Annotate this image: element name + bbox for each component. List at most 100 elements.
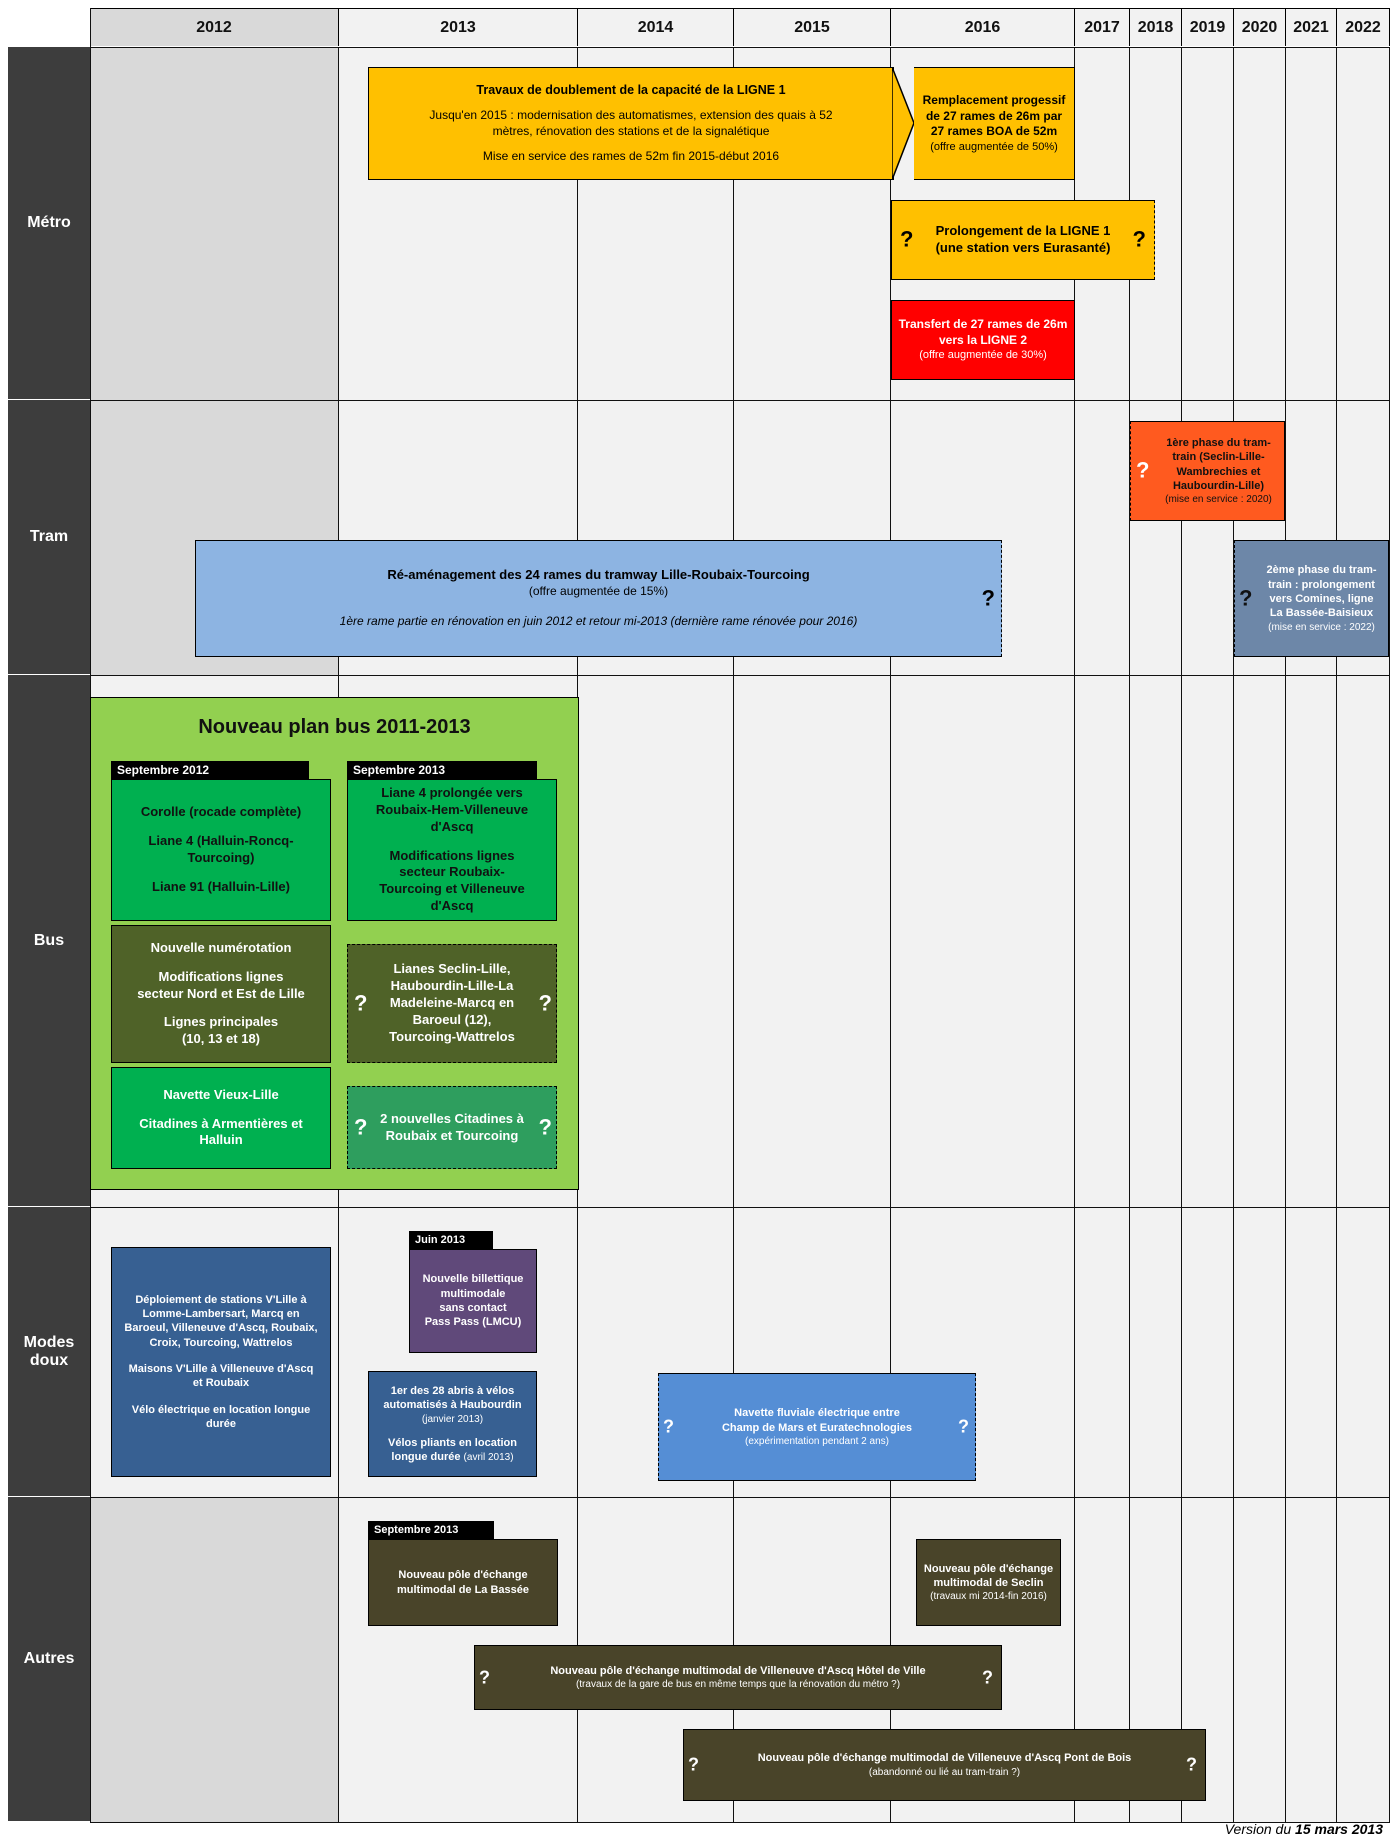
- row-divider: [90, 47, 1390, 48]
- tram-phase2-l2: train : prolongement: [1268, 578, 1375, 591]
- bus-tag-2013: Septembre 2013: [347, 761, 537, 779]
- tram-reamenagement-l1: Ré-aménagement des 24 rames du tramway L…: [387, 567, 810, 583]
- row-label-m-tro: Métro: [8, 47, 90, 400]
- bus-tag-2012: Septembre 2012: [111, 761, 309, 779]
- year-column-line: [1182, 47, 1234, 1822]
- metro-doublement-l1: Jusqu'en 2015 : modernisation des automa…: [429, 108, 833, 123]
- metro-remplacement-l1: Remplacement progessif: [922, 92, 1066, 107]
- bus-liane4-l5: secteur Roubaix-: [399, 864, 505, 880]
- question-icon: ?: [1136, 457, 1150, 483]
- bus-liane4-l2: Roubaix-Hem-Villeneuve: [375, 801, 529, 817]
- question-icon: ?: [663, 1416, 674, 1437]
- version-prefix: Version du: [1224, 1821, 1292, 1837]
- row-divider: [90, 1822, 1390, 1823]
- year-column-line: [578, 47, 734, 1822]
- bus-lianes-l5: Tourcoing-Wattrelos: [389, 1028, 515, 1044]
- tram-reamenagement-l2: (offre augmentée de 15%): [528, 584, 669, 599]
- doux-tag-juin: Juin 2013: [409, 1231, 493, 1249]
- tram-phase2-l3: vers Comines, ligne: [1269, 593, 1374, 605]
- bus-lianes-box: ? Lianes Seclin-Lille, Haubourdin-Lille-…: [347, 944, 557, 1063]
- autres-seclin-l1: Nouveau pôle d'échange: [923, 1562, 1054, 1575]
- bus-corolle-l1: Corolle (rocade complète): [140, 804, 302, 820]
- year-column-line: [891, 47, 1075, 1822]
- question-icon: ?: [538, 990, 552, 1016]
- autres-bassee-l1: Nouveau pôle d'échange: [398, 1569, 528, 1582]
- doux-vlille-l1: Déploiement de stations V'Lille à: [135, 1293, 307, 1306]
- metro-remplacement-l2: de 27 rames de 26m par: [925, 108, 1063, 123]
- doux-fluviale-box: ? Navette fluviale électrique entre Cham…: [658, 1373, 976, 1481]
- metro-transfert-l1: Transfert de 27 rames de 26m: [898, 317, 1068, 332]
- row-divider: [90, 1207, 1390, 1208]
- question-icon: ?: [1239, 585, 1253, 611]
- bus-liane4-l3: d'Ascq: [430, 818, 474, 834]
- year-column-line: [734, 47, 891, 1822]
- doux-vlille-l8: durée: [206, 1417, 236, 1430]
- year-header-2017: 2017: [1075, 8, 1130, 46]
- row-divider: [90, 400, 1390, 401]
- tram-phase1-l4: Haubourdin-Lille): [1172, 479, 1265, 492]
- metro-prolongement-box: ? Prolongement de la LIGNE 1 (une statio…: [891, 200, 1155, 280]
- autres-hotel-l1: Nouveau pôle d'échange multimodal de Vil…: [550, 1664, 926, 1677]
- autres-pont-box: ? Nouveau pôle d'échange multimodal de V…: [683, 1729, 1206, 1801]
- year-header-2013: 2013: [339, 8, 578, 46]
- bus-liane4-l6: Tourcoing et Villeneuve: [379, 881, 525, 897]
- autres-hotel-l2: (travaux de la gare de bus en même temps…: [575, 1679, 901, 1691]
- row-label-modes-doux: Modes doux: [8, 1207, 90, 1497]
- bus-numerotation-l4: Lignes principales: [163, 1014, 279, 1030]
- bus-numerotation-l1: Nouvelle numérotation: [150, 939, 292, 955]
- year-header-2015: 2015: [734, 8, 891, 46]
- question-icon: ?: [1132, 226, 1146, 252]
- doux-vlille-l2: Lomme-Lambersart, Marcq en: [142, 1308, 300, 1321]
- metro-transfert-box: Transfert de 27 rames de 26m vers la LIG…: [891, 300, 1075, 380]
- metro-remplacement-l4: (offre augmentée de 50%): [930, 140, 1058, 153]
- doux-fluviale-l1: Navette fluviale électrique entre: [734, 1407, 900, 1420]
- bus-numerotation-box: Nouvelle numérotation Modifications lign…: [111, 925, 331, 1063]
- bus-plan-title: Nouveau plan bus 2011-2013: [198, 716, 471, 738]
- doux-abris-l5b: (avril 2013): [463, 1451, 514, 1463]
- bus-corolle-box: Corolle (rocade complète) Liane 4 (Hallu…: [111, 779, 331, 921]
- doux-vlille-l5: Maisons V'Lille à Villeneuve d'Ascq: [128, 1363, 314, 1375]
- year-header-2012: 2012: [90, 8, 339, 46]
- metro-transfert-l3: (offre augmentée de 30%): [919, 349, 1047, 362]
- bus-navette-l1: Navette Vieux-Lille: [163, 1086, 279, 1102]
- year-header-2014: 2014: [578, 8, 734, 46]
- tram-phase1-l2: train (Seclin-Lille-: [1172, 451, 1265, 464]
- year-column-line: [1130, 47, 1182, 1822]
- bus-liane4-box: Liane 4 prolongée vers Roubaix-Hem-Ville…: [347, 779, 557, 921]
- metro-doublement-box: Travaux de doublement de la capacité de …: [368, 67, 894, 180]
- bus-navette-l3: Halluin: [199, 1132, 243, 1148]
- metro-arrow-head: [892, 67, 915, 180]
- year-column-line: [1075, 47, 1130, 1822]
- row-label-tram: Tram: [8, 400, 90, 675]
- doux-vlille-l7: Vélo électrique en location longue: [131, 1403, 311, 1416]
- question-icon: ?: [479, 1666, 490, 1687]
- tram-phase2-l4: La Bassée-Baisieux: [1269, 607, 1374, 620]
- year-header-2021: 2021: [1286, 8, 1337, 46]
- question-icon: ?: [982, 1666, 993, 1687]
- doux-fluviale-l2: Champ de Mars et Euratechnologies: [721, 1421, 913, 1434]
- version-date: 15 mars 2013: [1295, 1821, 1383, 1837]
- tram-reamenagement-box: Ré-aménagement des 24 rames du tramway L…: [195, 540, 1002, 657]
- question-icon: ?: [354, 1114, 368, 1140]
- question-icon: ?: [900, 226, 914, 252]
- metro-doublement-l3: Mise en service des rames de 52m fin 201…: [482, 149, 780, 164]
- doux-billettique-box: Nouvelle billettique multimodale sans co…: [409, 1249, 537, 1353]
- doux-billettique-l3: sans contact: [439, 1302, 507, 1314]
- autres-bassee-box: Nouveau pôle d'échange multimodal de La …: [368, 1539, 558, 1626]
- doux-billettique-l1: Nouvelle billettique: [422, 1273, 524, 1286]
- tram-reamenagement-l3: 1ère rame partie en rénovation en juin 2…: [339, 613, 858, 628]
- bus-numerotation-l2: Modifications lignes: [158, 968, 284, 984]
- autres-pont-l2: (abandonné ou lié au tram-train ?): [868, 1766, 1021, 1778]
- version-footer: Version du 15 mars 2013: [1225, 1821, 1383, 1837]
- question-icon: ?: [688, 1754, 699, 1775]
- metro-remplacement-box: Remplacement progessif de 27 rames de 26…: [914, 67, 1075, 180]
- year-header-2022: 2022: [1337, 8, 1390, 46]
- doux-vlille-l4: Croix, Tourcoing, Wattrelos: [149, 1336, 293, 1349]
- bus-citadines-l2: Roubaix et Tourcoing: [385, 1127, 519, 1143]
- doux-abris-l5: longue durée: [391, 1450, 461, 1463]
- metro-prolongement-l2: (une station vers Eurasanté): [935, 240, 1111, 255]
- bus-corolle-l2: Liane 4 (Halluin-Roncq-: [148, 833, 294, 849]
- tram-phase1-box: ? 1ère phase du tram- train (Seclin-Lill…: [1130, 421, 1285, 521]
- year-header-2020: 2020: [1234, 8, 1286, 46]
